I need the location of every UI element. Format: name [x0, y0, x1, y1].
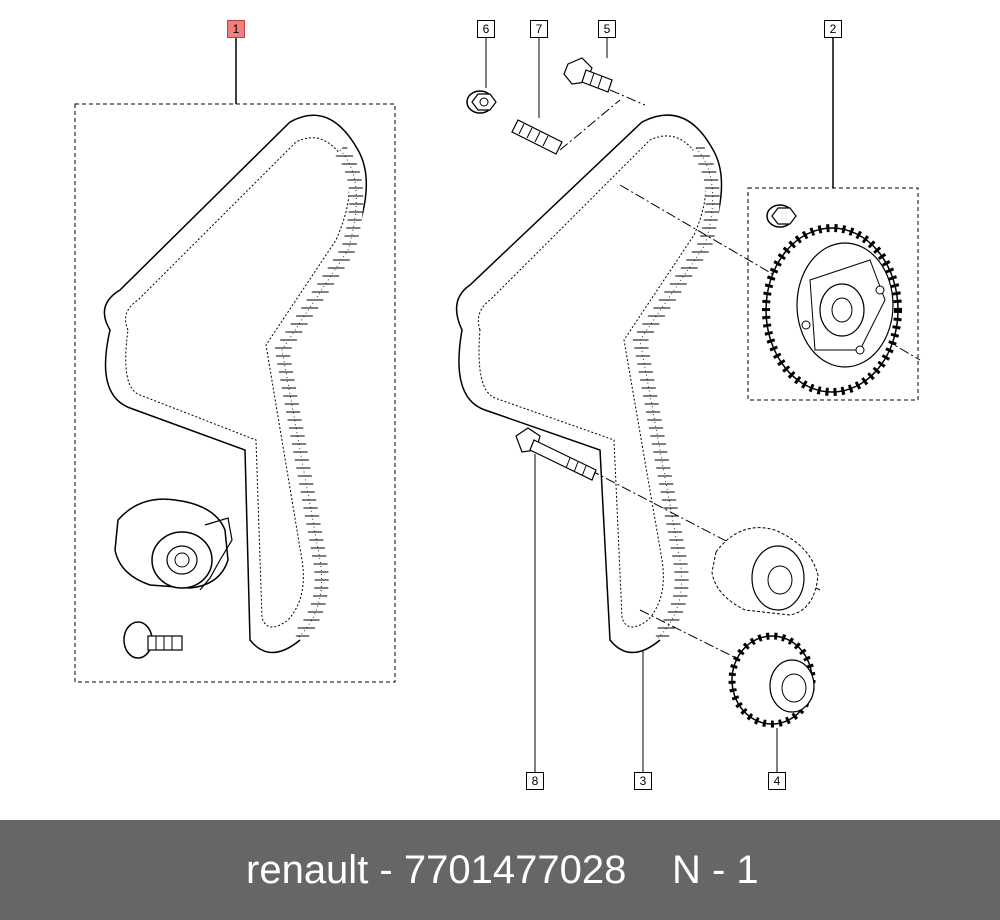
callout-7: 7	[530, 20, 548, 38]
callout-1: 1	[227, 20, 245, 38]
callout-5: 5	[598, 20, 616, 38]
kit-group-left	[74, 38, 396, 683]
tensioner-roller-left	[114, 498, 233, 591]
bolt-8	[515, 427, 597, 481]
timing-belt-kit-diagram	[74, 38, 921, 772]
flange-nut-6	[466, 90, 497, 114]
callout-8: 8	[526, 772, 544, 790]
timing-belt-left	[103, 114, 368, 654]
callout-3: 3	[634, 772, 652, 790]
bolt-5	[563, 57, 613, 93]
exploded-view-right	[455, 38, 921, 772]
camshaft-sprocket-2	[762, 204, 902, 396]
tensioner-roller-right	[711, 527, 819, 616]
callout-4: 4	[768, 772, 786, 790]
tensioner-bolt-left	[123, 621, 183, 659]
footer-bar: renault - 7701477028 N - 1	[0, 820, 1000, 920]
timing-belt-right	[455, 114, 723, 654]
page-reference: N - 1	[672, 848, 759, 892]
crankshaft-sprocket-4	[728, 632, 816, 728]
callout-6: 6	[477, 20, 495, 38]
stud-7	[511, 119, 563, 155]
kit-dashed-frame	[74, 103, 396, 683]
callout-2: 2	[824, 20, 842, 38]
part-number-label: renault - 7701477028	[246, 848, 627, 892]
